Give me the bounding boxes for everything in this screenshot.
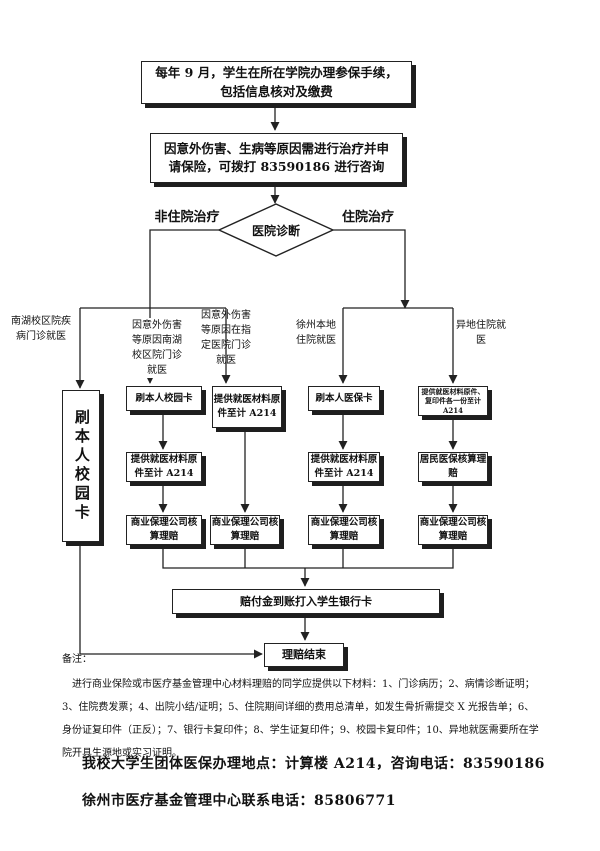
merge-line [162, 545, 454, 569]
card-tall-text: 刷本人校园卡 [72, 409, 91, 523]
col1-materials-box: 提供就医材料原件至计 A214 [126, 452, 202, 482]
col1-step3-text: 商业保理公司核算理赔 [130, 517, 198, 542]
sub-label-xuzhou: 徐州本地住院就医 [296, 320, 336, 346]
footer-contact: 徐州市医疗基金管理中心联系电话：85806771 [82, 793, 396, 809]
col1-swipe-card-box: 刷本人校园卡 [126, 386, 202, 411]
col3-materials-box: 提供就医材料原件至计 A214 [308, 452, 380, 482]
notes-title: 备注： [62, 654, 92, 665]
diamond-label: 医院诊断 [251, 224, 300, 238]
branch-left-line [149, 229, 219, 308]
step2-text: 因意外伤害、生病等原因需进行治疗并申请保险，可拨打 83590186 进行咨询 [163, 140, 389, 174]
end-text: 理赔结束 [282, 648, 326, 662]
sub-label-other: 异地住院就医 [456, 320, 506, 346]
notes-body: 进行商业保险或市医疗基金管理中心材料理赔的同学应提供以下材料：1、门诊病历；2、… [62, 679, 539, 759]
col2-materials-box: 提供就医材料原件至计 A214 [212, 386, 282, 428]
branch-left-label: 非住院治疗 [154, 210, 220, 225]
col3-swipe-insurance-box: 刷本人医保卡 [308, 386, 380, 411]
col1-step2-text: 提供就医材料原件至计 A214 [130, 454, 198, 479]
col3-step3-text: 商业保理公司核算理赔 [310, 517, 378, 542]
branch-right-line [333, 229, 410, 309]
col4-step1-text: 提供就医材料原件、复印件各一份至计A214 [421, 387, 485, 415]
col3-step1-text: 刷本人医保卡 [315, 392, 373, 404]
footer-office: 我校大学生团体医保办理地点：计算楼 A214，咨询电话：83590186 [82, 756, 545, 772]
branch-right-label: 住院治疗 [341, 210, 394, 225]
sub-label-school: 因意外伤害等原因南湖校区院门诊就医 [128, 318, 186, 378]
col1-step1-text: 刷本人校园卡 [135, 392, 193, 404]
col4-step3-text: 商业保理公司核算理赔 [419, 517, 487, 542]
sub-label-designated: 因意外伤害等原因在指定医院门诊就医 [201, 310, 251, 366]
col4-resident-claim-box: 居民医保核算理赔 [418, 452, 488, 482]
col2-commercial-claim-box: 商业保理公司核算理赔 [210, 515, 280, 545]
sub-label-nanhu: 南湖校区院疾病门诊就医 [11, 316, 71, 342]
diagnosis-diamond [217, 203, 335, 257]
step1-enroll-box: 每年 9 月，学生在所在学院办理参保手续，包括信息核对及缴费 [141, 61, 412, 104]
col4-commercial-claim-box: 商业保理公司核算理赔 [418, 515, 488, 545]
arrow-card-to-end [79, 542, 263, 659]
payout-box: 赔付金到账打入学生银行卡 [172, 589, 440, 614]
col3-step2-text: 提供就医材料原件至计 A214 [310, 454, 378, 479]
col4-materials-box: 提供就医材料原件、复印件各一份至计A214 [418, 386, 488, 416]
col2-step1-text: 提供就医材料原件至计 A214 [213, 394, 281, 419]
col3-commercial-claim-box: 商业保理公司核算理赔 [308, 515, 380, 545]
col4-step2-text: 居民医保核算理赔 [419, 454, 487, 479]
col2-step2-text: 商业保理公司核算理赔 [211, 517, 279, 542]
card-tall-box: 刷本人校园卡 [62, 390, 100, 542]
col1-commercial-claim-box: 商业保理公司核算理赔 [126, 515, 202, 545]
end-box: 理赔结束 [264, 643, 344, 667]
step1-text: 每年 9 月，学生在所在学院办理参保手续，包括信息核对及缴费 [155, 65, 398, 99]
step2-apply-box: 因意外伤害、生病等原因需进行治疗并申请保险，可拨打 83590186 进行咨询 [150, 133, 403, 183]
payout-text: 赔付金到账打入学生银行卡 [240, 594, 372, 608]
